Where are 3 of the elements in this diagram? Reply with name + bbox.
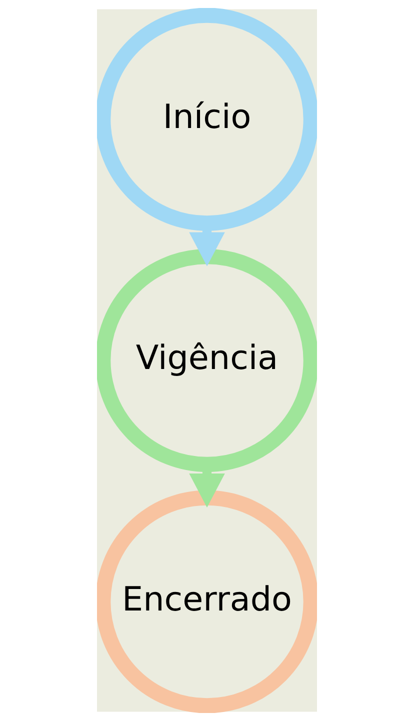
- node-circle: Início: [97, 8, 317, 231]
- node-circle: Vigência: [97, 248, 317, 472]
- node-circle: Encerrado: [97, 490, 317, 713]
